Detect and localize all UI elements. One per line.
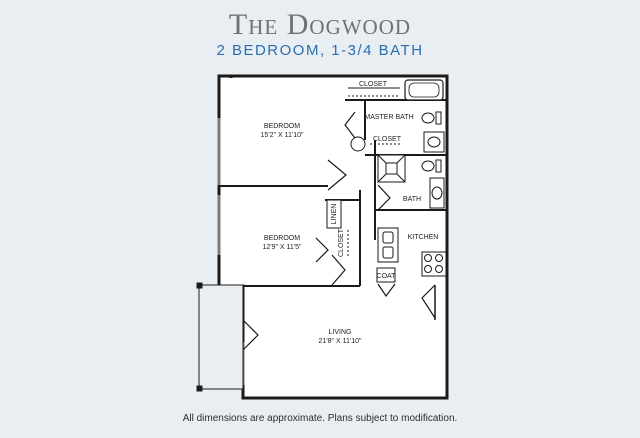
master-toilet	[421, 111, 442, 125]
bathtub	[404, 79, 444, 101]
bedroom1-size: 15'2" X 11'10"	[261, 132, 304, 139]
linen-closet: LINEN	[326, 199, 342, 229]
top-closet-label: CLOSET	[359, 81, 388, 88]
linen-label: LINEN	[331, 204, 338, 225]
interior-walls	[219, 99, 447, 287]
bath-sink	[429, 177, 445, 209]
patio	[196, 282, 244, 392]
bath-toilet	[421, 159, 442, 173]
bedroom2-size: 12'9" X 11'5"	[262, 244, 302, 251]
middle-closet-label: CLOSET	[373, 136, 402, 143]
kitchen-sink	[377, 227, 399, 263]
bedroom2-closet: CLOSET	[338, 228, 349, 258]
water-heater	[350, 136, 366, 152]
coat-closet: COAT	[376, 267, 397, 298]
bedroom1-label: BEDROOM	[264, 123, 300, 130]
bath-door	[377, 184, 391, 211]
living-size: 21'8" X 11'10"	[319, 338, 362, 345]
stove	[421, 251, 447, 277]
middle-closet: CLOSET	[370, 136, 402, 145]
bath-label: BATH	[403, 196, 421, 203]
bathtub-inner	[408, 82, 440, 98]
bedroom2-closet-label: CLOSET	[338, 228, 345, 257]
living-label: LIVING	[329, 329, 352, 336]
patio-door	[242, 319, 259, 351]
top-closet: CLOSET	[348, 81, 400, 97]
kitchen-label: KITCHEN	[408, 234, 439, 241]
plan-title: The Dogwood	[228, 8, 412, 41]
kitchen-door	[421, 284, 436, 319]
master-bath-label: MASTER BATH	[364, 114, 413, 121]
plan-subtitle: 2 BEDROOM, 1-3/4 BATH	[216, 42, 424, 59]
coat-label: COAT	[377, 273, 397, 280]
disclaimer: All dimensions are approximate. Plans su…	[182, 413, 458, 424]
master-sink	[423, 131, 445, 153]
shower	[377, 154, 406, 183]
bedroom2-label: BEDROOM	[264, 235, 300, 242]
bedroom-doors	[315, 111, 356, 286]
